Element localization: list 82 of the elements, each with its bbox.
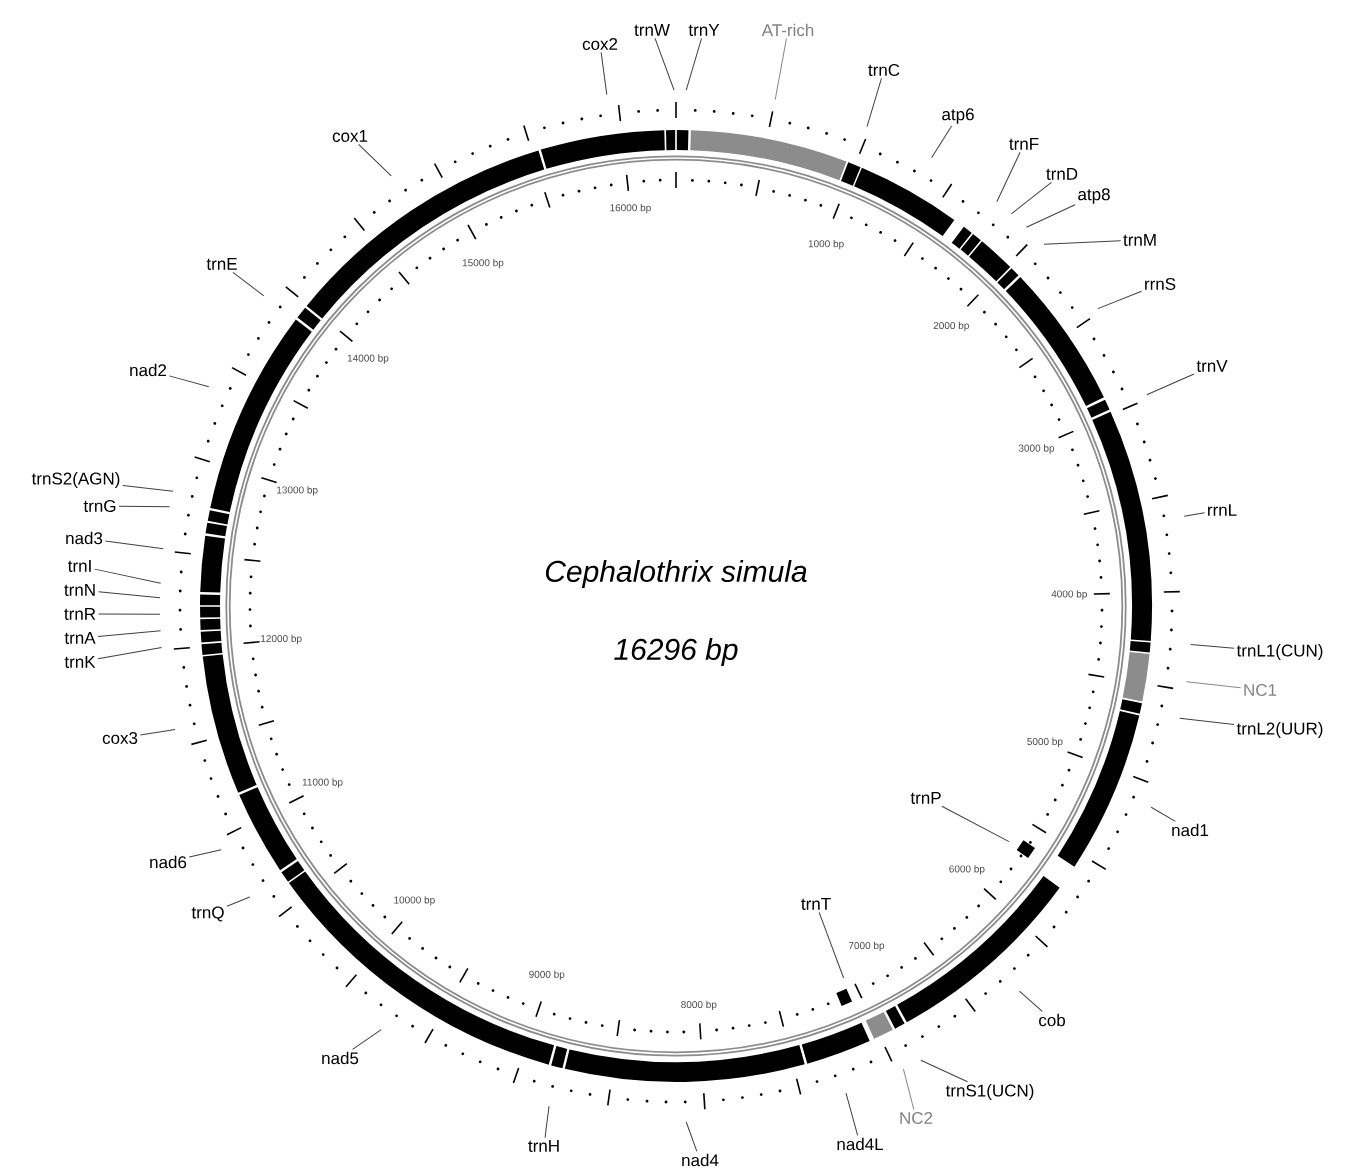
gene-label: trnD — [1046, 168, 1078, 180]
gene-label: trnA — [64, 632, 96, 644]
leader-line — [97, 591, 161, 599]
leader-line — [1097, 290, 1143, 310]
leader-line — [920, 1059, 969, 1083]
leader-line — [1190, 644, 1235, 649]
gene-label: cox1 — [332, 130, 368, 142]
gene-label: NC1 — [1244, 684, 1277, 696]
gene-label: cob — [1039, 1013, 1065, 1027]
gene-label: cox2 — [582, 38, 618, 50]
leader-line — [1025, 204, 1076, 228]
gene-label: atp8 — [1078, 188, 1110, 204]
gene-label: trnS1(UCN) — [945, 1084, 1034, 1100]
gene-label: trnN — [64, 584, 95, 596]
gene-label: trnK — [64, 656, 96, 668]
gene-label: trnY — [688, 24, 720, 36]
gene-label: nad6 — [150, 855, 187, 869]
leader-line — [1018, 990, 1043, 1012]
leader-line — [818, 911, 845, 979]
leader-line — [97, 646, 163, 660]
leader-line — [1179, 717, 1235, 726]
gene-label: trnI — [68, 560, 91, 572]
gene-label: nad4L — [837, 1137, 884, 1151]
gene-label: trnH — [528, 1140, 559, 1152]
gene-label: trnV — [1196, 360, 1228, 372]
leader-line — [941, 805, 1010, 843]
leader-line — [931, 125, 953, 159]
leader-line — [654, 37, 675, 91]
leader-line — [358, 143, 392, 177]
gene-label: trnR — [64, 608, 96, 620]
leader-line — [94, 568, 162, 584]
gene-label: nad4 — [682, 1153, 719, 1167]
gene-label: nad3 — [66, 531, 103, 545]
gene-label: trnL2(UUR) — [1236, 722, 1323, 738]
gene-label: trnF — [1009, 138, 1039, 150]
leader-line — [685, 37, 703, 91]
gene-label: trnM — [1123, 234, 1156, 246]
gene-label: nad1 — [1172, 823, 1209, 837]
gene-label: trnT — [801, 898, 831, 910]
leader-line — [139, 729, 176, 736]
gene-label: atp6 — [942, 108, 974, 124]
gene-label: cox3 — [102, 732, 138, 744]
leader-line — [996, 151, 1021, 203]
leader-line — [600, 51, 608, 96]
leader-line — [902, 1068, 915, 1111]
leader-line — [97, 613, 161, 615]
leader-line — [845, 1092, 859, 1136]
gene-label: NC2 — [900, 1112, 933, 1124]
leader-line — [685, 1121, 698, 1152]
gene-label: trnS2(AGN) — [31, 472, 120, 488]
genome-size: 16296 bp — [614, 638, 738, 666]
gene-label: trnQ — [191, 906, 224, 922]
species-name: Cephalothrix simula — [545, 560, 807, 588]
leader-line — [118, 505, 171, 508]
gene-label: rrnS — [1145, 278, 1176, 290]
leader-line — [104, 540, 164, 550]
gene-label: rrnL — [1208, 504, 1237, 516]
leader-line — [866, 77, 882, 128]
gene-label: nad5 — [322, 1051, 359, 1065]
gene-label: trnE — [206, 258, 237, 270]
leader-line — [122, 484, 174, 492]
gene-label: trnC — [868, 64, 900, 76]
leader-line — [1185, 681, 1242, 689]
leader-line — [1010, 181, 1052, 215]
gene-label: trnP — [910, 792, 941, 804]
leader-line — [188, 849, 222, 858]
gene-label: AT-rich — [761, 23, 814, 37]
leader-line — [168, 375, 210, 388]
leader-line — [1183, 512, 1205, 517]
gene-label: trnG — [83, 500, 116, 512]
gene-label: nad2 — [130, 363, 167, 377]
leader-line — [544, 1105, 550, 1139]
gene-label: trnW — [634, 24, 670, 36]
leader-line — [352, 1029, 382, 1050]
gene-label: trnL1(CUN) — [1236, 644, 1323, 660]
leader-line — [1146, 373, 1195, 396]
leader-line — [1043, 240, 1122, 245]
leader-line — [226, 896, 251, 907]
leader-line — [774, 38, 787, 101]
leader-line — [1150, 806, 1176, 822]
leader-line — [97, 630, 162, 637]
leader-line — [232, 271, 265, 297]
